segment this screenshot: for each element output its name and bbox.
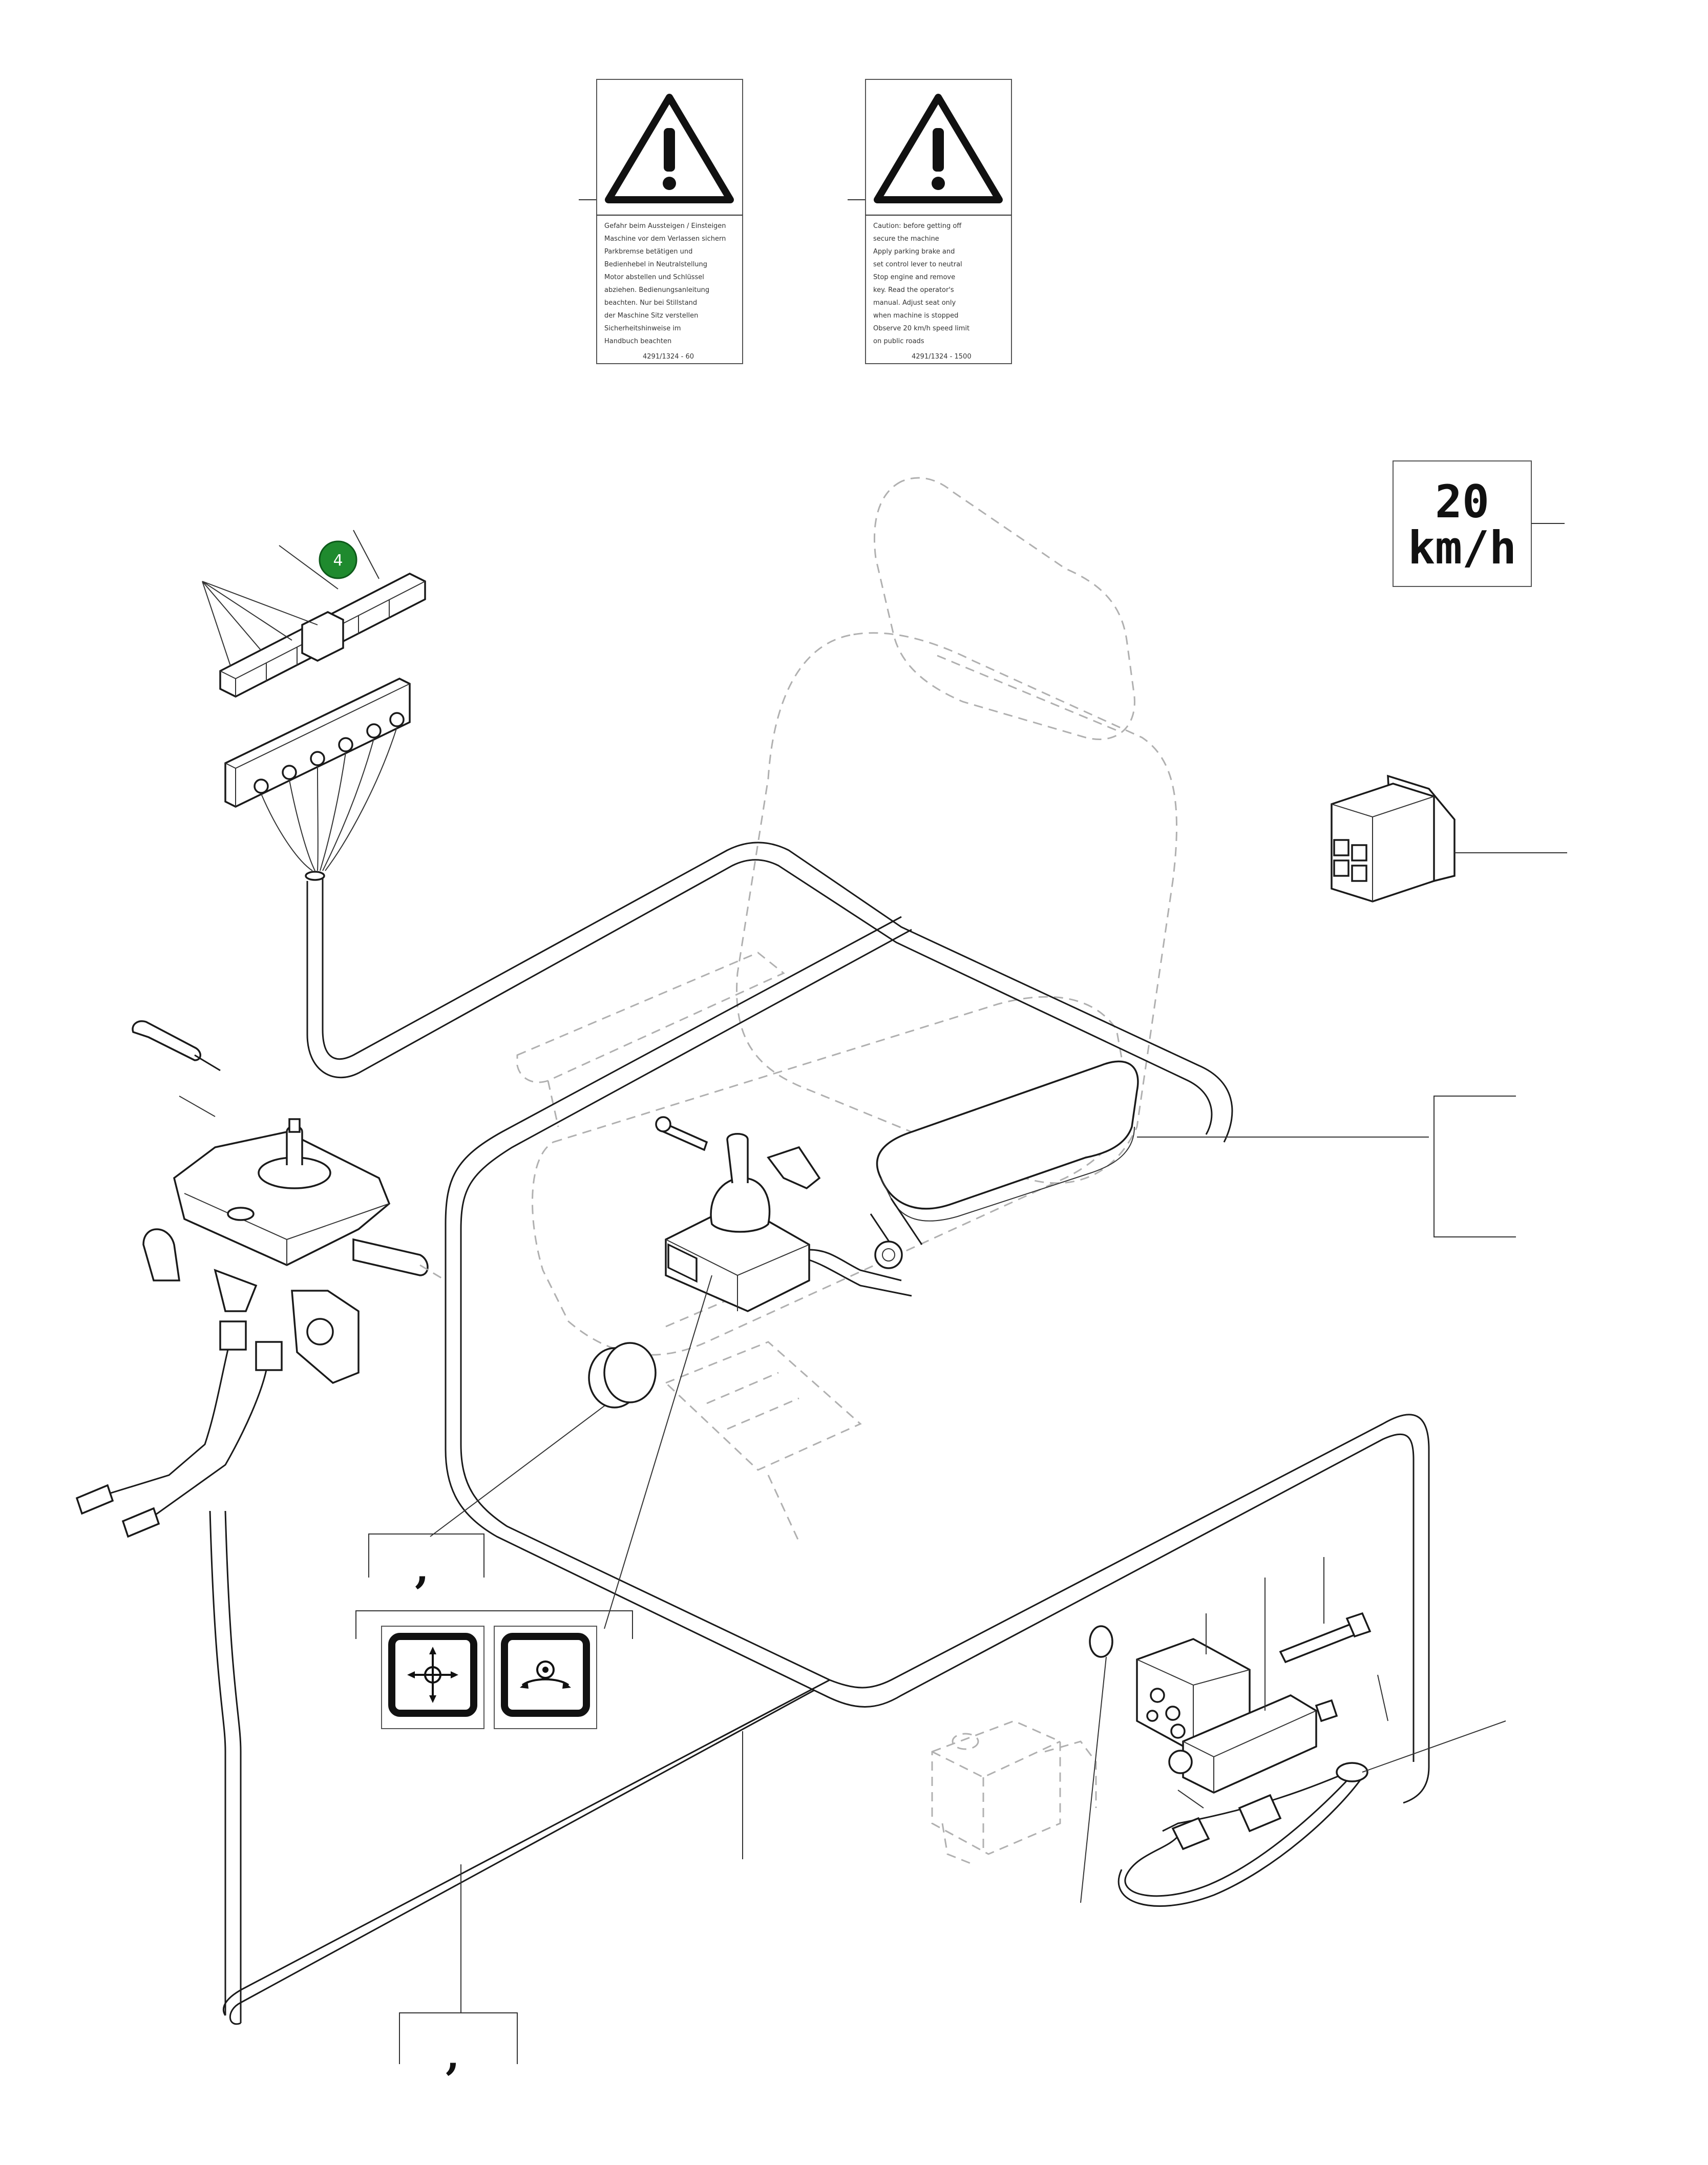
warning-label-left-text: Gefahr beim Aussteigen / Einsteigen Masc… — [604, 222, 728, 345]
o-ring — [1080, 1625, 1113, 1903]
joystick-decal-right — [494, 1626, 597, 1729]
warning-label-right: Caution: before getting off secure the m… — [848, 79, 1012, 364]
connector-socket-6pin — [224, 678, 411, 881]
decal-callout-lower: , — [399, 1731, 743, 2079]
callout-number[interactable]: 4 — [333, 552, 343, 570]
valve-assembly-outline — [931, 1720, 1097, 1865]
joystick-control — [430, 1116, 912, 1629]
warning-triangle-icon — [874, 94, 1003, 203]
round-cap — [588, 1342, 657, 1409]
callout-4[interactable]: 4 — [319, 540, 357, 579]
connector-plug-6pin — [202, 530, 426, 698]
bolt — [1279, 1557, 1372, 1664]
solenoid-valve — [1168, 1578, 1338, 1794]
decal-callout-upper: , — [355, 1533, 633, 1639]
joystick-cross-directions-icon — [407, 1647, 458, 1703]
callout-circle[interactable] — [319, 540, 357, 579]
comma-mark-upper: , — [415, 1544, 429, 1592]
speed-limit-label: 20 km/h — [1393, 460, 1565, 587]
joystick-rotate-directions-icon — [520, 1660, 571, 1689]
main-wiring-harness — [209, 842, 1430, 2025]
warning-label-left-part-no: 4291/1324 - 60 — [643, 353, 694, 361]
joystick-decal-left — [381, 1626, 484, 1729]
armrest — [870, 1060, 1516, 1269]
valve-block — [1136, 1613, 1251, 1753]
rocker-switch — [1331, 774, 1567, 902]
speed-value: 20 — [1435, 475, 1489, 528]
sensor-harness — [1117, 1674, 1506, 1907]
control-lever-unit — [75, 1020, 446, 1538]
warning-label-left: Gefahr beim Aussteigen / Einsteigen Masc… — [579, 79, 743, 364]
warning-label-right-part-no: 4291/1324 - 1500 — [912, 353, 972, 361]
warning-label-right-text: Caution: before getting off secure the m… — [873, 222, 972, 345]
warning-triangle-icon — [605, 94, 734, 203]
speed-unit: km/h — [1408, 521, 1516, 574]
comma-mark-lower: , — [446, 2031, 460, 2079]
